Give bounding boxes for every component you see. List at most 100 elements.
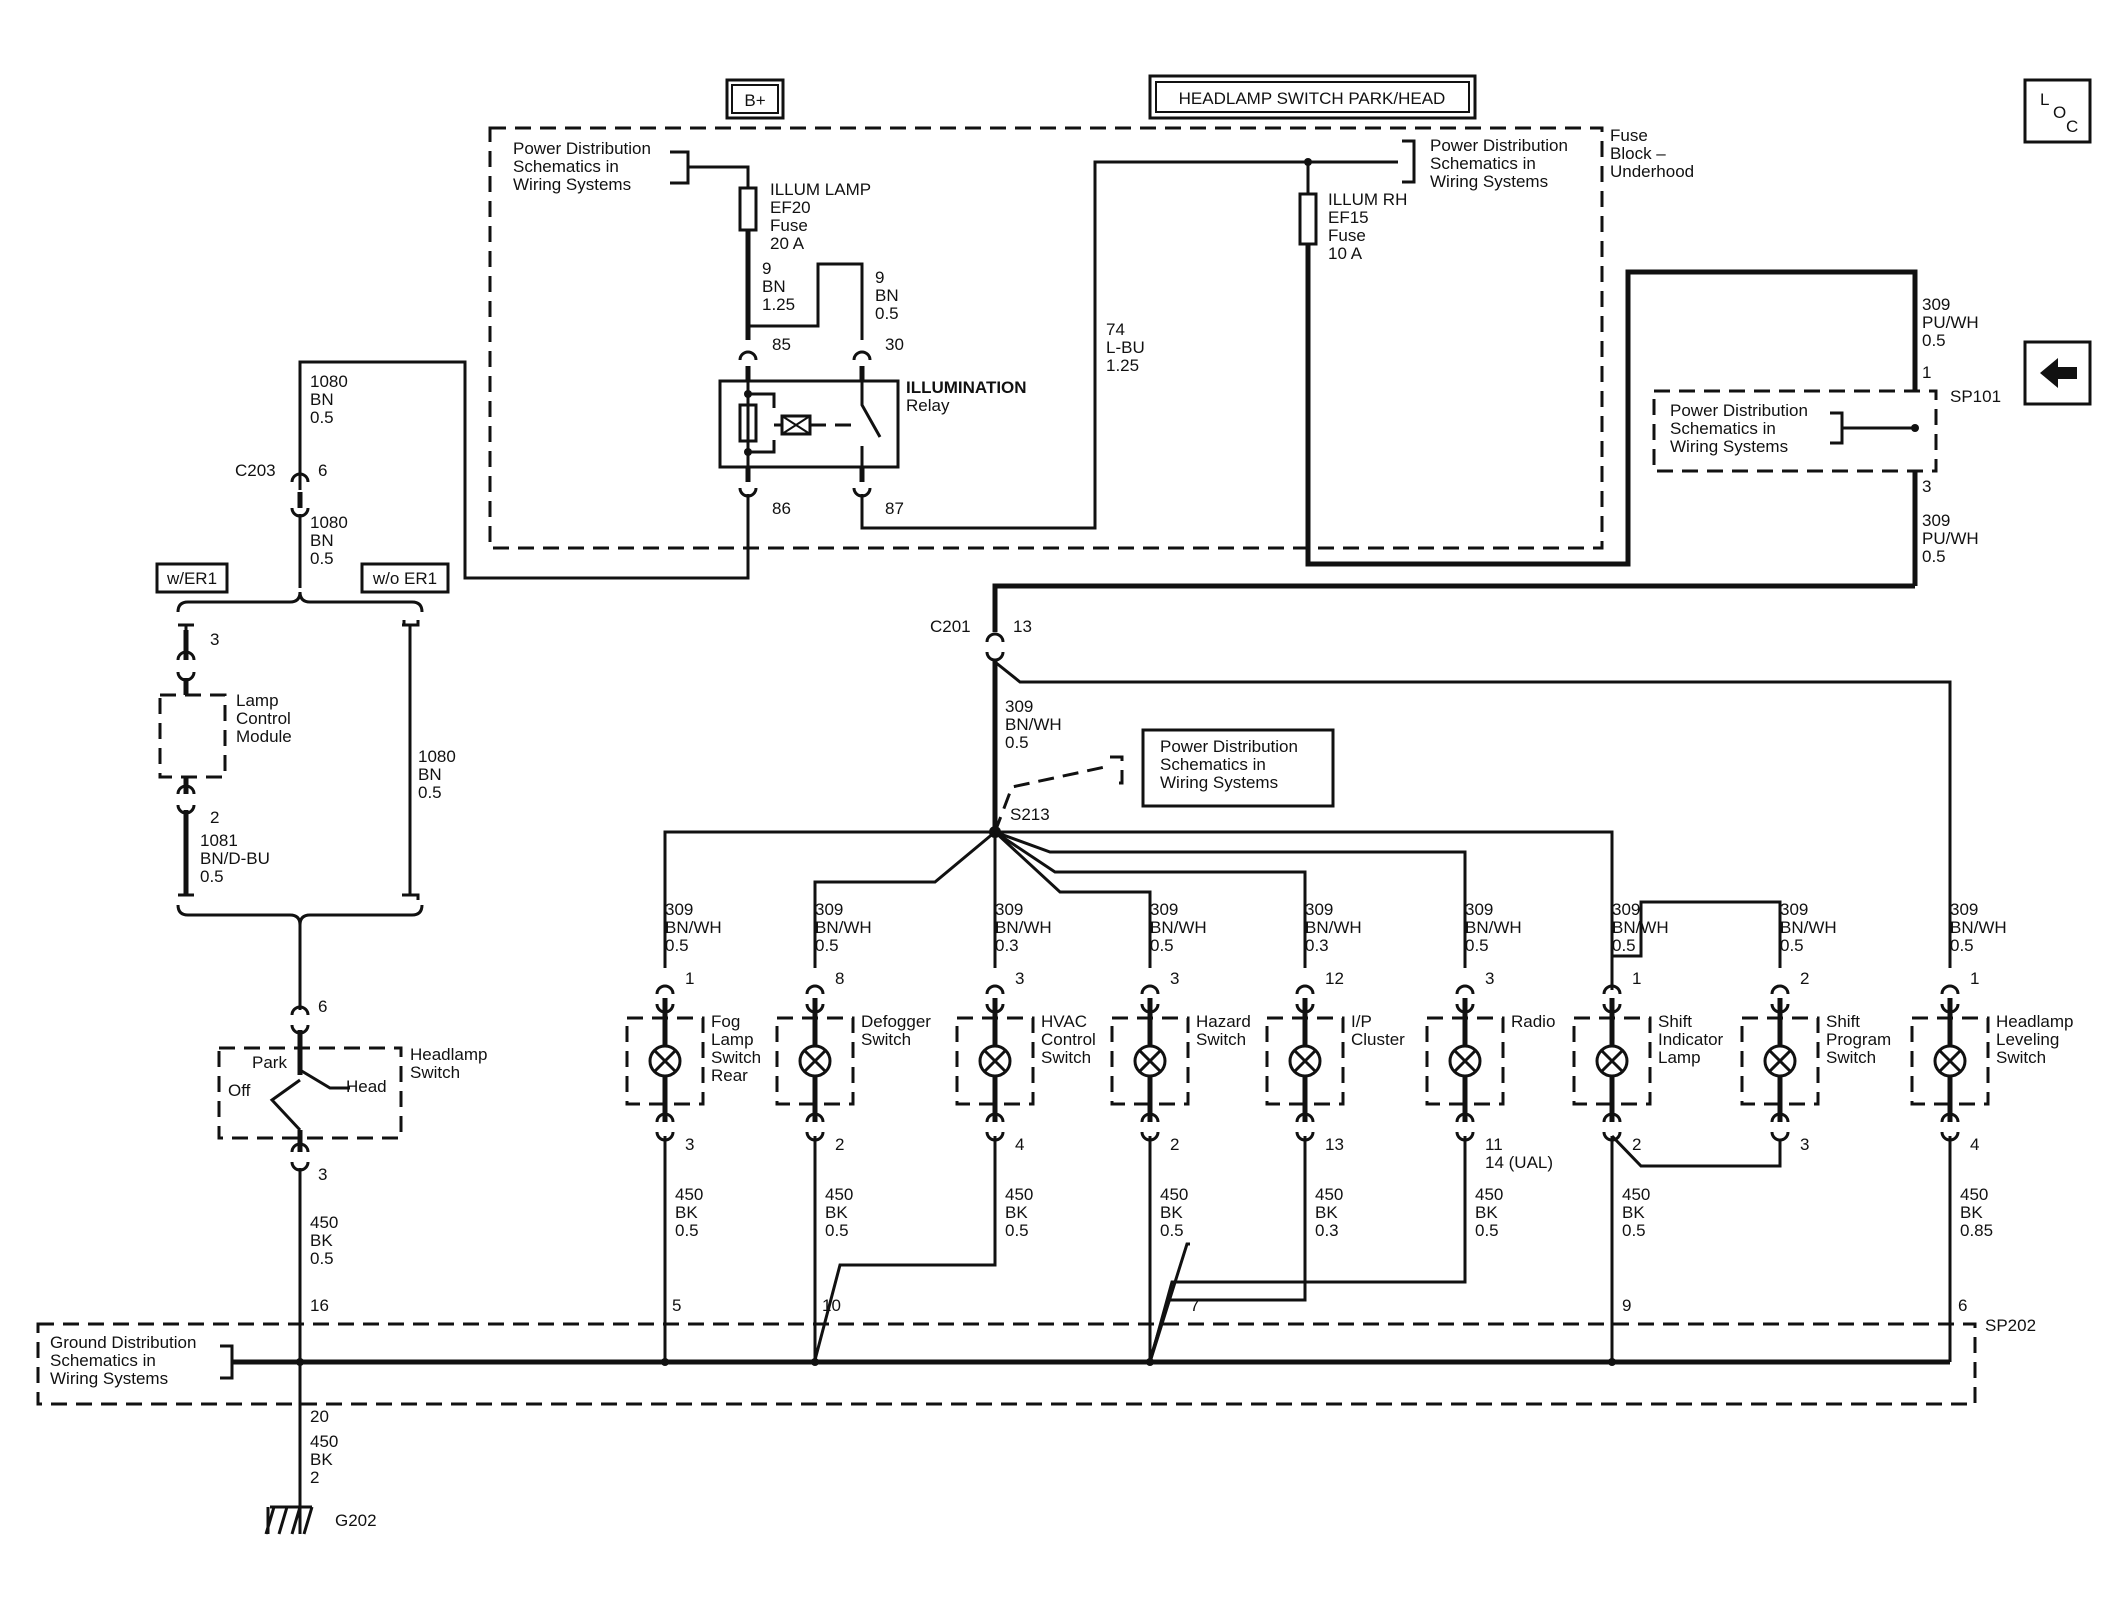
svg-text:Underhood: Underhood	[1610, 162, 1694, 181]
wire-in-label: 0.5	[665, 936, 689, 955]
svg-text:2: 2	[310, 1468, 319, 1487]
svg-text:Fuse: Fuse	[1328, 226, 1366, 245]
components-layer: 309BN/WH0.513FogLampSwitchRear450BK0.553…	[625, 900, 2074, 1315]
sp202-area: Ground Distribution Schematics in Wiring…	[36, 1316, 2036, 1406]
svg-text:Fuse: Fuse	[1610, 126, 1648, 145]
svg-text:309: 309	[1005, 697, 1033, 716]
wire-out-label: 0.85	[1960, 1221, 1993, 1240]
component-name: Switch	[861, 1030, 911, 1049]
wire-in-label: BN/WH	[1950, 918, 2007, 937]
wire-in-label: BN/WH	[1780, 918, 1837, 937]
wire-30-label: 9 BN 0.5	[875, 268, 899, 323]
svg-text:C201: C201	[930, 617, 971, 636]
fuse-block-outline	[488, 126, 1604, 550]
svg-text:Wiring Systems: Wiring Systems	[1670, 437, 1788, 456]
wire-in-label: 309	[1612, 900, 1640, 919]
svg-text:Power Distribution: Power Distribution	[513, 139, 651, 158]
wire-out-label: 0.5	[675, 1221, 699, 1240]
power-ref-left: Power Distribution Schematics in Wiring …	[513, 139, 750, 194]
svg-text:ILLUM LAMP: ILLUM LAMP	[770, 180, 871, 199]
wire-out-label: BK	[675, 1203, 698, 1222]
svg-text:1080: 1080	[310, 372, 348, 391]
svg-text:6: 6	[318, 997, 327, 1016]
svg-text:2: 2	[210, 808, 219, 827]
wire-9-bn-30	[748, 262, 864, 340]
svg-text:9: 9	[762, 259, 771, 278]
component-name: Switch	[711, 1048, 761, 1067]
svg-text:87: 87	[885, 499, 904, 518]
svg-text:Power Distribution: Power Distribution	[1160, 737, 1298, 756]
pin-in: 12	[1325, 969, 1344, 988]
wire-in-label: BN/WH	[665, 918, 722, 937]
fuse-ef15: ILLUM RH EF15 Fuse 10 A	[1298, 162, 1407, 263]
svg-text:Module: Module	[236, 727, 292, 746]
pin-out: 11	[1485, 1135, 1503, 1154]
svg-text:Wiring Systems: Wiring Systems	[1160, 773, 1278, 792]
sp202-pin: 5	[672, 1296, 681, 1315]
pin-out: 4	[1970, 1135, 1979, 1154]
component-name: Shift	[1658, 1012, 1692, 1031]
component-name: Indicator	[1658, 1030, 1724, 1049]
component-name: Hazard	[1196, 1012, 1251, 1031]
wire-out-label: 450	[1315, 1185, 1343, 1204]
svg-text:0.5: 0.5	[1005, 733, 1029, 752]
svg-text:Lamp: Lamp	[236, 691, 279, 710]
svg-text:Power Distribution: Power Distribution	[1670, 401, 1808, 420]
wire-out-label: BK	[1475, 1203, 1498, 1222]
svg-text:L-BU: L-BU	[1106, 338, 1145, 357]
component-name: Switch	[1996, 1048, 2046, 1067]
wire-in-label: 309	[1305, 900, 1333, 919]
svg-text:Switch: Switch	[410, 1063, 460, 1082]
svg-text:0.5: 0.5	[1922, 547, 1946, 566]
svg-text:Off: Off	[228, 1081, 251, 1100]
wire-in-label: 0.5	[1612, 936, 1636, 955]
back-arrow-icon[interactable]	[2023, 340, 2092, 406]
svg-text:10 A: 10 A	[1328, 244, 1363, 263]
component-name: Switch	[1196, 1030, 1246, 1049]
wire-in-label: 309	[1780, 900, 1808, 919]
wire-to-headlamp-leveling	[994, 660, 1952, 968]
pin-out: 3	[1800, 1135, 1809, 1154]
svg-text:SP101: SP101	[1950, 387, 2001, 406]
loc-letter-o: O	[2053, 103, 2066, 122]
wire-85-label: 9 BN 1.25	[762, 259, 795, 314]
svg-text:3: 3	[1922, 477, 1931, 496]
pin-out: 2	[1632, 1135, 1641, 1154]
option-er1: w/ER1	[166, 569, 217, 588]
pin-out: 2	[835, 1135, 844, 1154]
component-name: Fog	[711, 1012, 740, 1031]
svg-text:9: 9	[875, 268, 884, 287]
wire-in-label: 309	[665, 900, 693, 919]
svg-text:Schematics in: Schematics in	[50, 1351, 156, 1370]
svg-text:Schematics in: Schematics in	[1160, 755, 1266, 774]
svg-text:16: 16	[310, 1296, 329, 1315]
loc-letter-l: L	[2040, 90, 2049, 109]
svg-text:0.5: 0.5	[200, 867, 224, 886]
component-name: I/P	[1351, 1012, 1372, 1031]
component-name: Defogger	[861, 1012, 931, 1031]
wire-in-label: 0.3	[1305, 936, 1329, 955]
svg-text:Power Distribution: Power Distribution	[1430, 136, 1568, 155]
pin-in: 2	[1800, 969, 1809, 988]
svg-text:3: 3	[318, 1165, 327, 1184]
component-name: Control	[1041, 1030, 1096, 1049]
loc-icon[interactable]: L O C	[2023, 78, 2092, 144]
sp101-area: 309 PU/WH 0.5 1 SP101 Power Distribution…	[1652, 295, 2001, 586]
svg-text:85: 85	[772, 335, 791, 354]
wire-in-label: 309	[995, 900, 1023, 919]
component-name: Cluster	[1351, 1030, 1405, 1049]
svg-text:Ground Distribution: Ground Distribution	[50, 1333, 196, 1352]
ground-icon	[264, 1505, 314, 1535]
wire-74-l-bu	[860, 160, 1308, 530]
svg-text:EF20: EF20	[770, 198, 811, 217]
wire-309-to-c201	[992, 583, 1915, 632]
pin-in: 1	[1970, 969, 1979, 988]
wire-shift-link-top	[1610, 900, 1782, 990]
diagram-title-box: HEADLAMP SWITCH PARK/HEAD	[1148, 74, 1477, 120]
